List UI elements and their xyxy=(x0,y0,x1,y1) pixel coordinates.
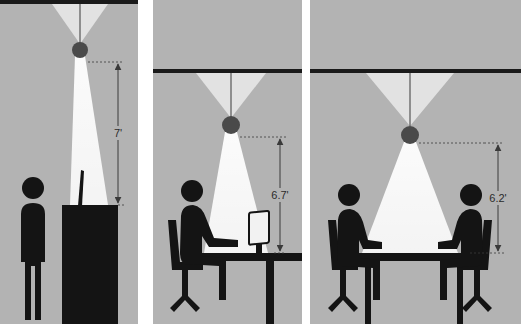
person-head xyxy=(22,177,44,199)
ceiling-glow xyxy=(52,4,108,44)
pendant-lamp xyxy=(222,116,240,134)
dimension-tick xyxy=(240,137,286,138)
light-beam xyxy=(70,56,108,205)
dimension-tick xyxy=(470,253,504,254)
light-beam xyxy=(204,132,268,253)
person-body xyxy=(438,209,483,300)
monitor-stand xyxy=(256,244,262,253)
person-head xyxy=(181,180,203,202)
desk-leg xyxy=(266,261,274,324)
person-body xyxy=(21,203,45,320)
monitor xyxy=(249,211,269,245)
ceiling-glow xyxy=(366,73,454,126)
pendant-cord xyxy=(80,4,81,44)
panel-ground xyxy=(153,0,302,324)
ceiling-glow xyxy=(196,73,266,118)
pendant-cord xyxy=(231,73,232,118)
dimension-tick xyxy=(118,205,124,206)
person-head xyxy=(338,184,360,206)
dimension-label: 6.7' xyxy=(270,188,289,202)
monitor xyxy=(78,170,84,206)
standing-desk xyxy=(62,205,118,324)
ceiling xyxy=(310,69,521,73)
dimension-tick xyxy=(484,143,504,144)
pendant-lamp xyxy=(401,126,419,144)
dimension-label: 6.2' xyxy=(488,191,507,205)
ceiling xyxy=(0,0,138,4)
pendant-cord xyxy=(410,73,411,126)
table-leg xyxy=(365,261,371,324)
person-body xyxy=(180,205,238,300)
dimension-tick xyxy=(88,62,124,63)
pendant-lamp xyxy=(72,42,88,58)
dimension-tick xyxy=(419,143,484,144)
dimension-tick xyxy=(274,253,286,254)
table-leg xyxy=(457,261,463,324)
person-body xyxy=(337,209,382,300)
panel-ground xyxy=(0,0,138,324)
person-head xyxy=(460,184,482,206)
panel-ground xyxy=(310,0,521,324)
dimension-label: 7' xyxy=(113,126,123,140)
ceiling xyxy=(153,69,302,73)
light-beam xyxy=(362,142,458,253)
